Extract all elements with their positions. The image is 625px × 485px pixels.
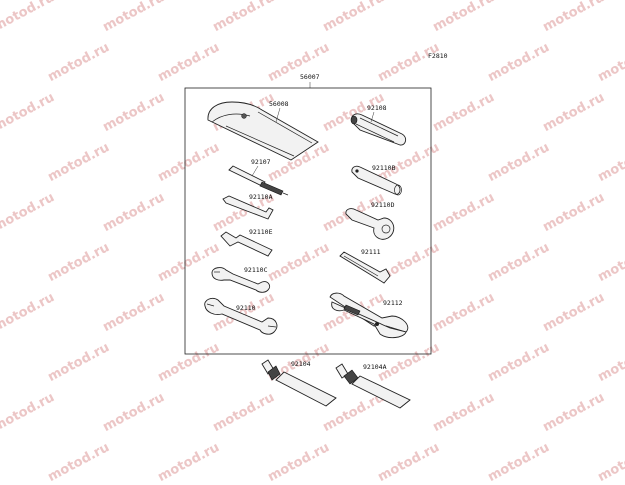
label-screwdriver: 92107 <box>251 158 271 166</box>
label-ring-wrench-d: 92110D <box>371 201 395 209</box>
parts-diagram: F2810 56007 56008 92107 92110A 92110E 92… <box>184 52 448 409</box>
label-hex-wrench-a: 92110A <box>249 193 273 201</box>
wrench-c <box>211 267 271 293</box>
label-tube-a: 92104A <box>363 363 387 371</box>
label-socket-wrench-b: 92110B <box>372 164 396 172</box>
label-tube: 92104 <box>291 360 311 368</box>
leader-screwdriver <box>251 165 259 177</box>
leader-bag <box>275 107 281 123</box>
hex-wrench-a <box>222 195 274 220</box>
label-handle: 92108 <box>367 104 387 112</box>
pin-wrench <box>339 251 391 284</box>
leader-handle <box>370 111 375 123</box>
tube <box>261 359 337 407</box>
ring-wrench-d <box>345 208 395 240</box>
figure-code: F2810 <box>428 52 448 60</box>
hex-wrench-e <box>220 231 273 257</box>
pliers <box>329 292 409 339</box>
label-wrench-c: 92110C <box>244 266 268 274</box>
label-wrench: 92110 <box>236 304 256 312</box>
socket-wrench-b <box>351 165 402 196</box>
label-bag: 56008 <box>269 100 289 108</box>
label-pliers: 92112 <box>383 299 403 307</box>
label-pin-wrench: 92111 <box>361 248 381 256</box>
tool-bag <box>207 101 319 161</box>
label-hex-wrench-e: 92110E <box>249 228 273 236</box>
screwdriver <box>228 165 289 196</box>
kit-frame <box>184 87 432 355</box>
tube-a <box>335 363 411 409</box>
handle <box>350 113 407 146</box>
assembly-label: 56007 <box>300 73 320 81</box>
wrench <box>204 297 278 335</box>
